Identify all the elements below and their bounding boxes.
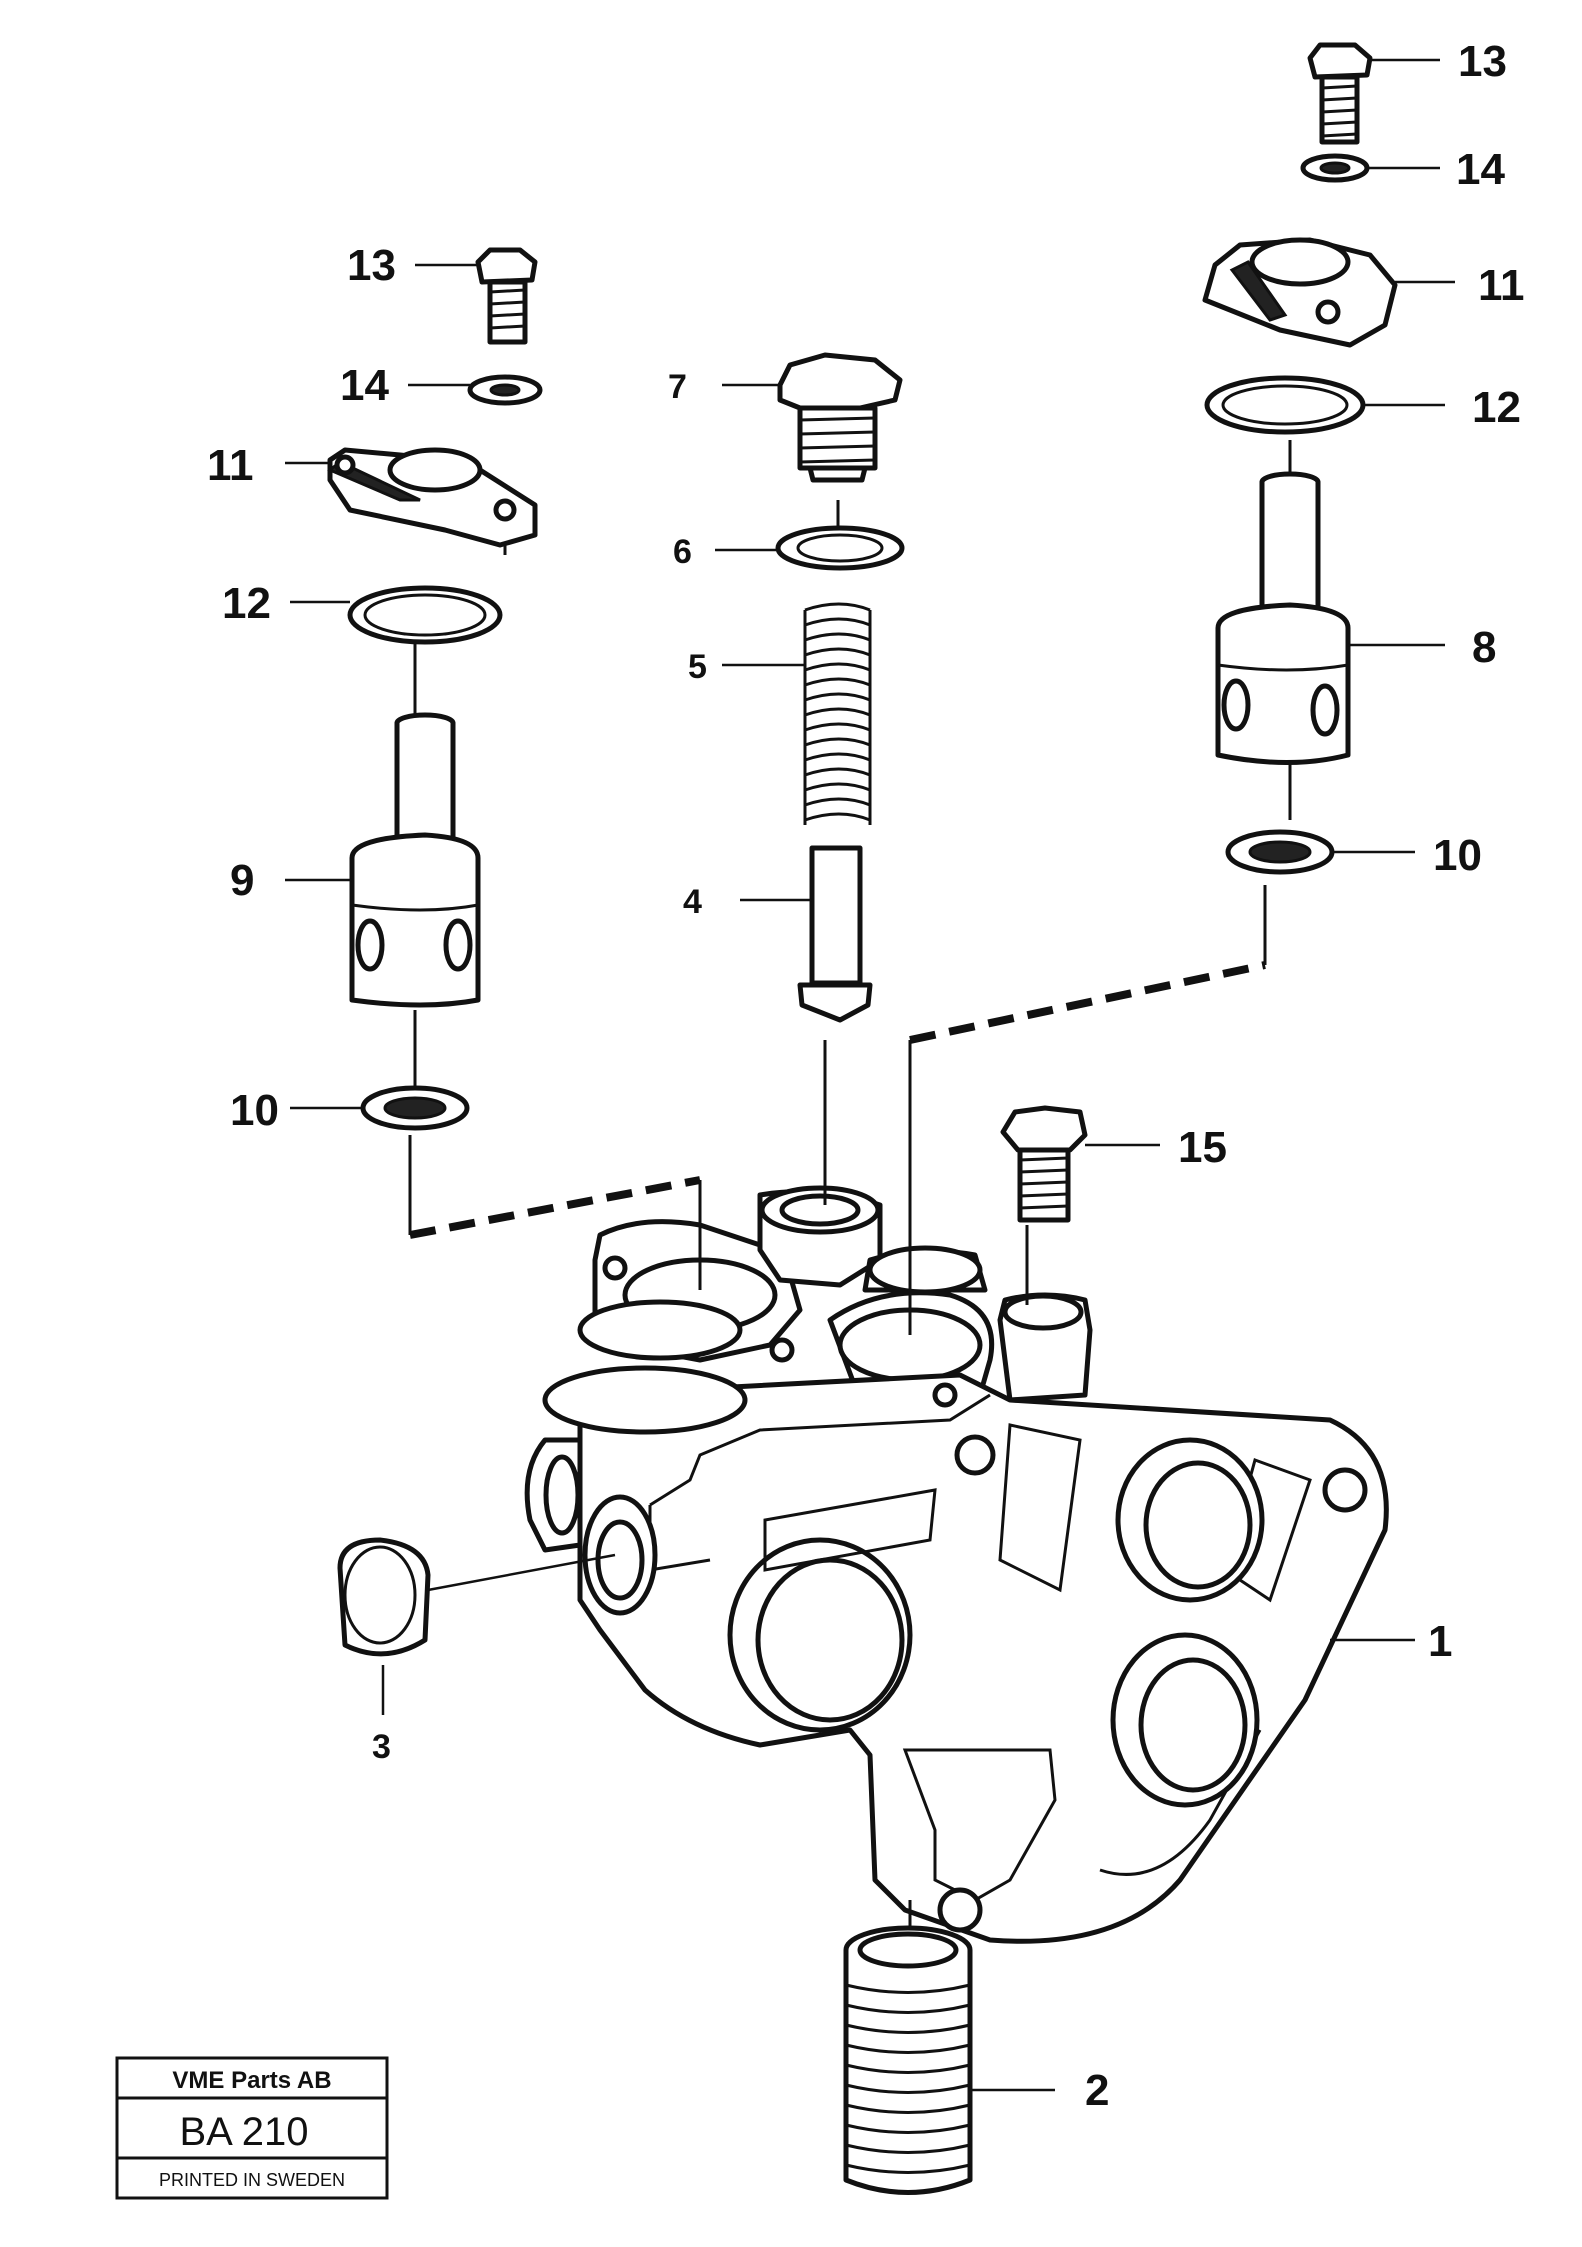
center-assembly [775, 352, 905, 1023]
callout-13-right: 13 [1458, 37, 1507, 86]
callout-9: 9 [230, 856, 254, 905]
callout-14-right: 14 [1456, 145, 1505, 194]
callout-10-left: 10 [230, 1086, 279, 1135]
stamp-printed: PRINTED IN SWEDEN [159, 2170, 345, 2190]
callout-4: 4 [683, 883, 702, 921]
right-assembly [1202, 42, 1398, 875]
callout-labels: 13 14 11 12 9 10 7 6 5 4 13 14 11 12 8 1… [207, 37, 1525, 2115]
callout-8: 8 [1472, 623, 1496, 672]
valve-housing [524, 1185, 1389, 1944]
callout-2: 2 [1085, 2066, 1109, 2115]
callout-3: 3 [372, 1728, 391, 1766]
left-assembly [327, 247, 543, 1131]
callout-5: 5 [688, 648, 707, 686]
stamp-company: VME Parts AB [172, 2067, 331, 2094]
plug-part-3 [337, 1537, 431, 1657]
publisher-stamp: VME Parts AB BA 210 PRINTED IN SWEDEN [115, 2056, 389, 2200]
callout-7: 7 [668, 368, 687, 406]
callout-15: 15 [1178, 1123, 1227, 1172]
bolt-part-15 [1000, 1105, 1088, 1223]
callout-12-left: 12 [222, 579, 271, 628]
callout-11-right: 11 [1478, 261, 1525, 310]
callout-11-left: 11 [207, 441, 254, 490]
callout-12-right: 12 [1472, 383, 1521, 432]
stamp-code: BA 210 [179, 2110, 308, 2154]
callout-13-left: 13 [347, 241, 396, 290]
leader-lines [285, 58, 1455, 2092]
callout-10-right: 10 [1433, 831, 1482, 880]
callout-14-left: 14 [340, 361, 389, 410]
threaded-insert-part-2 [843, 1925, 973, 2195]
callout-6: 6 [673, 533, 692, 571]
callout-1: 1 [1428, 1617, 1452, 1666]
connection-line-left [409, 1176, 701, 1239]
connection-line-right [909, 961, 1266, 1044]
